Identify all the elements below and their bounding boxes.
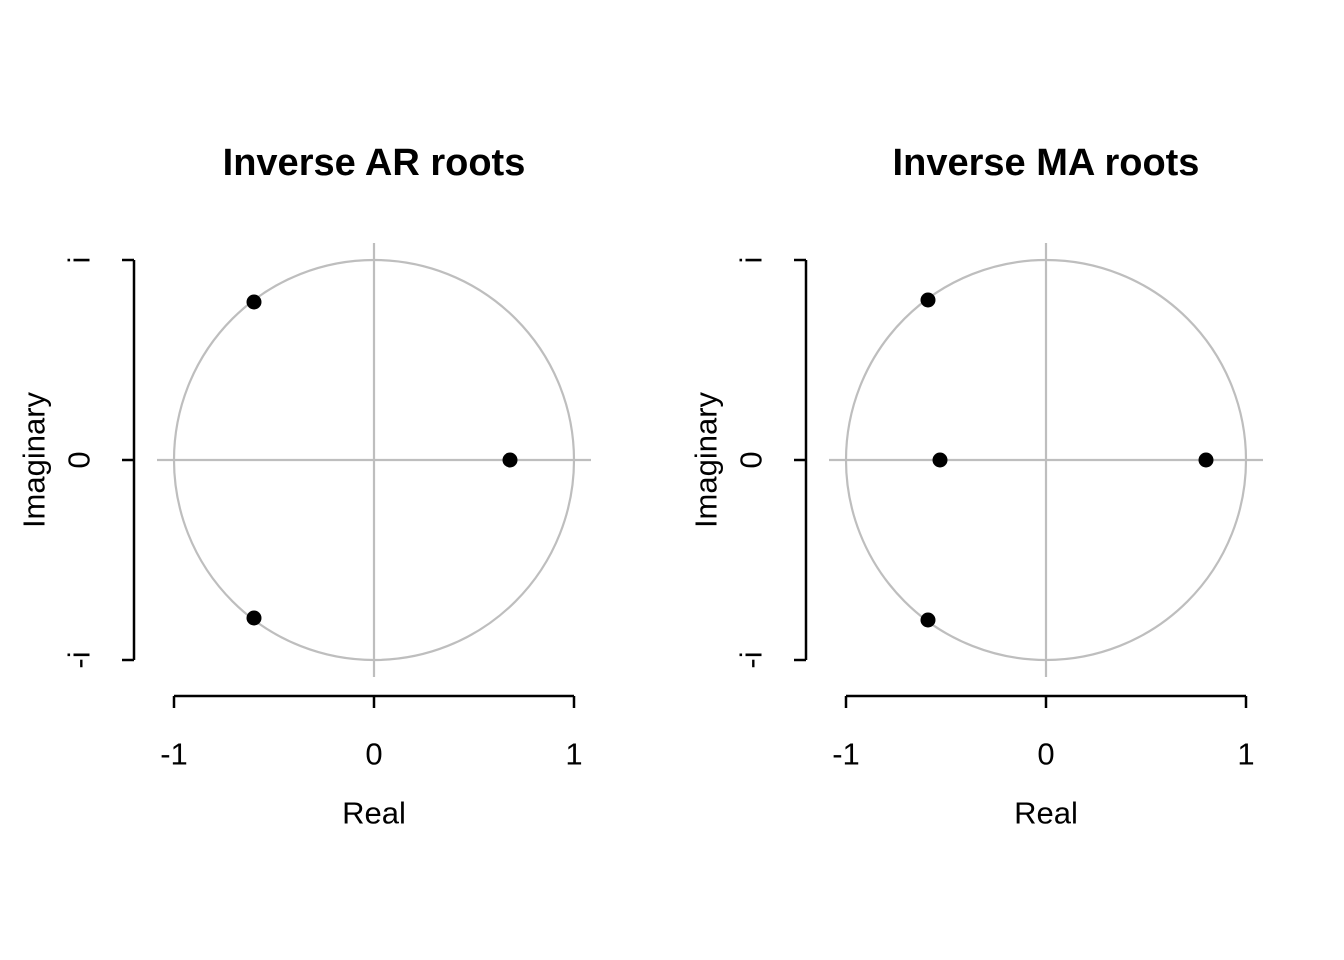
panel2-x-tick-label-0: 0 xyxy=(1037,736,1055,772)
panel2-y-tick-label-0: 0 xyxy=(733,451,769,469)
root-point xyxy=(246,610,262,626)
panel2-x-tick-label-neg1: -1 xyxy=(832,736,860,772)
panel1-x-tick-label-1: 1 xyxy=(565,736,583,772)
panel1-x-tick-label-neg1: -1 xyxy=(160,736,188,772)
panel1-x-axis-label: Real xyxy=(342,795,406,831)
panel2-y-axis-label: Imaginary xyxy=(688,391,724,529)
panel1-x-tick-label-0: 0 xyxy=(365,736,383,772)
root-point xyxy=(502,452,518,468)
panel1-title: Inverse AR roots xyxy=(222,142,526,184)
root-point xyxy=(1198,452,1214,468)
root-point xyxy=(920,292,936,308)
panel2-x-tick-label-1: 1 xyxy=(1237,736,1255,772)
unit-circle xyxy=(844,258,1248,662)
panel1-y-tick-label-0: 0 xyxy=(61,451,97,469)
panel1-y-tick-label-i: i xyxy=(61,256,97,264)
root-point xyxy=(932,452,948,468)
unit-circle xyxy=(172,258,576,662)
panel2-title: Inverse MA roots xyxy=(892,142,1200,184)
panel2-x-axis-label: Real xyxy=(1014,795,1078,831)
panel2-y-tick-label-neg-i: -i xyxy=(733,651,769,669)
root-point xyxy=(920,612,936,628)
panel1-y-axis-label: Imaginary xyxy=(16,391,52,529)
root-point xyxy=(246,294,262,310)
panel1-y-tick-label-neg-i: -i xyxy=(61,651,97,669)
panel2-y-tick-label-i: i xyxy=(733,256,769,264)
